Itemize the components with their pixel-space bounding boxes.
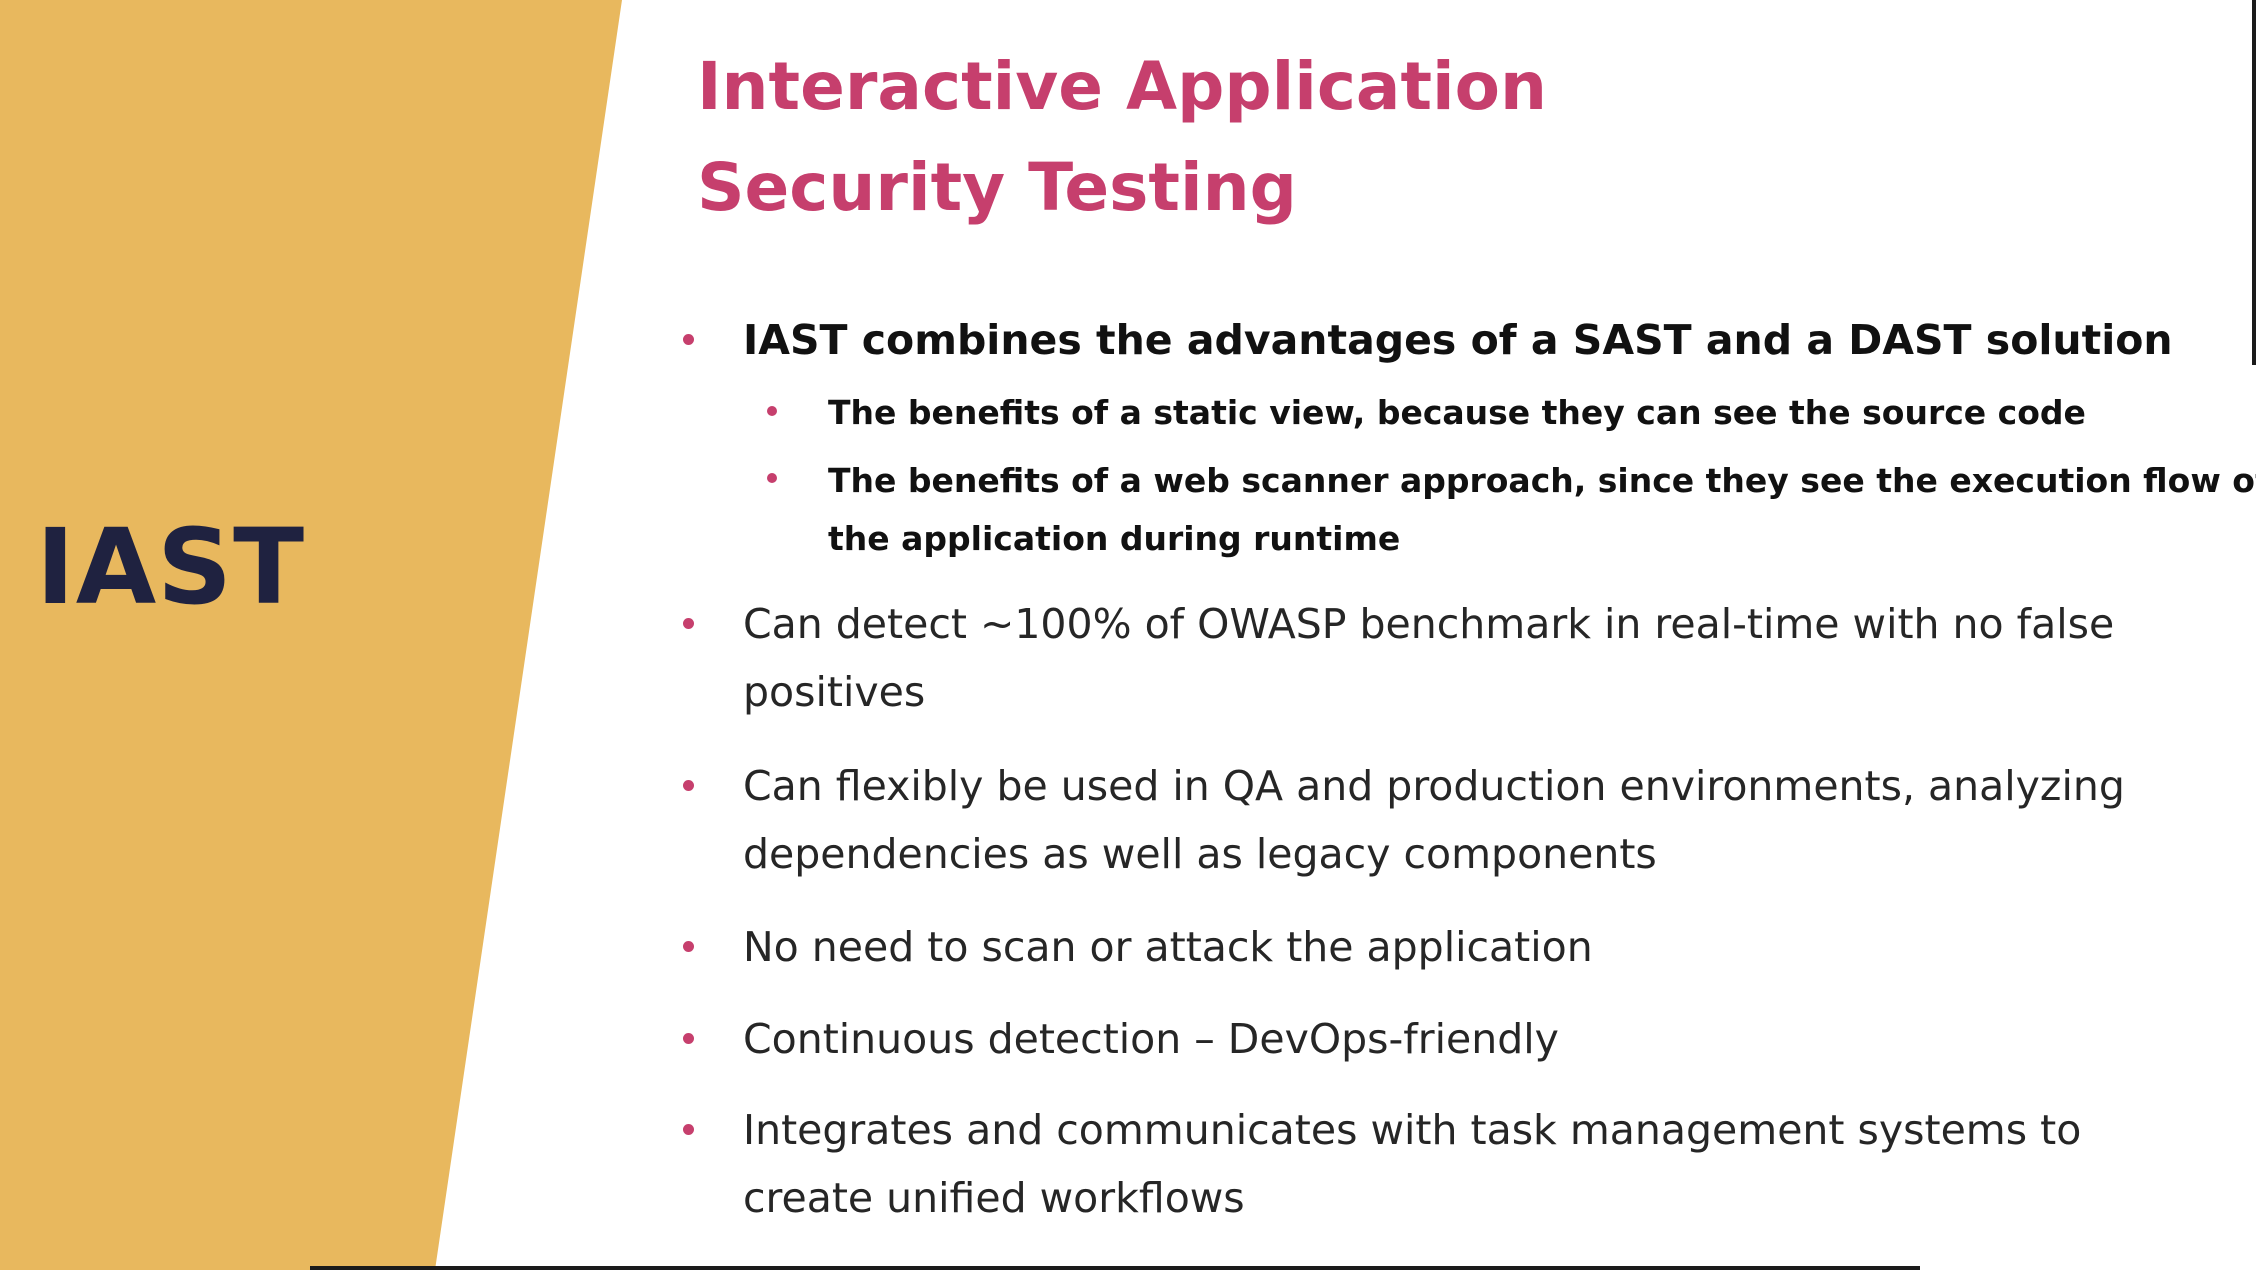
bullet-text: Can flexibly be used in QA and productio… [743, 752, 2125, 888]
sub-bullet-dot-icon [767, 406, 777, 416]
bullet-text-line-1: Integrates and communicates with task ma… [743, 1106, 2082, 1154]
bullet-text-line-1: Can detect ~100% of OWASP benchmark in r… [743, 600, 2115, 648]
side-panel-label: IAST [36, 506, 306, 628]
bullet-text: No need to scan or attack the applicatio… [743, 923, 1593, 971]
bullet-text-line-2: positives [743, 668, 926, 716]
slide-title: Interactive Application Security Testing [697, 36, 1897, 238]
bullet-text: Integrates and communicates with task ma… [743, 1096, 2081, 1232]
sub-bullet-text: The benefits of a static view, because t… [828, 393, 2086, 432]
window-edge-bottom [310, 1266, 1920, 1270]
bullet-text-line-1: Can flexibly be used in QA and productio… [743, 762, 2125, 810]
sub-bullet-text-line-1: The benefits of a web scanner approach, … [828, 461, 2256, 500]
bullet-text: IAST combines the advantages of a SAST a… [743, 316, 2173, 364]
bullet-dot-icon [683, 1124, 694, 1135]
bullet-text-line-2: dependencies as well as legacy component… [743, 830, 1657, 878]
slide-title-line-2: Security Testing [697, 149, 1297, 226]
sub-bullet-dot-icon [767, 473, 777, 483]
bullet-dot-icon [683, 941, 694, 952]
bullet-dot-icon [683, 618, 694, 629]
bullet-dot-icon [683, 1033, 694, 1044]
sub-bullet-text: The benefits of a web scanner approach, … [828, 452, 2256, 568]
bullet-dot-icon [683, 780, 694, 791]
bullet-text: Continuous detection – DevOps-friendly [743, 1015, 1559, 1063]
slide-title-line-1: Interactive Application [697, 48, 1547, 125]
sub-bullet-text-line-2: the application during runtime [828, 519, 1401, 558]
bullet-dot-icon [683, 334, 694, 345]
bullet-text-line-2: create unified workflows [743, 1174, 1245, 1222]
window-edge-right [2252, 0, 2256, 365]
bullet-text: Can detect ~100% of OWASP benchmark in r… [743, 590, 2114, 726]
